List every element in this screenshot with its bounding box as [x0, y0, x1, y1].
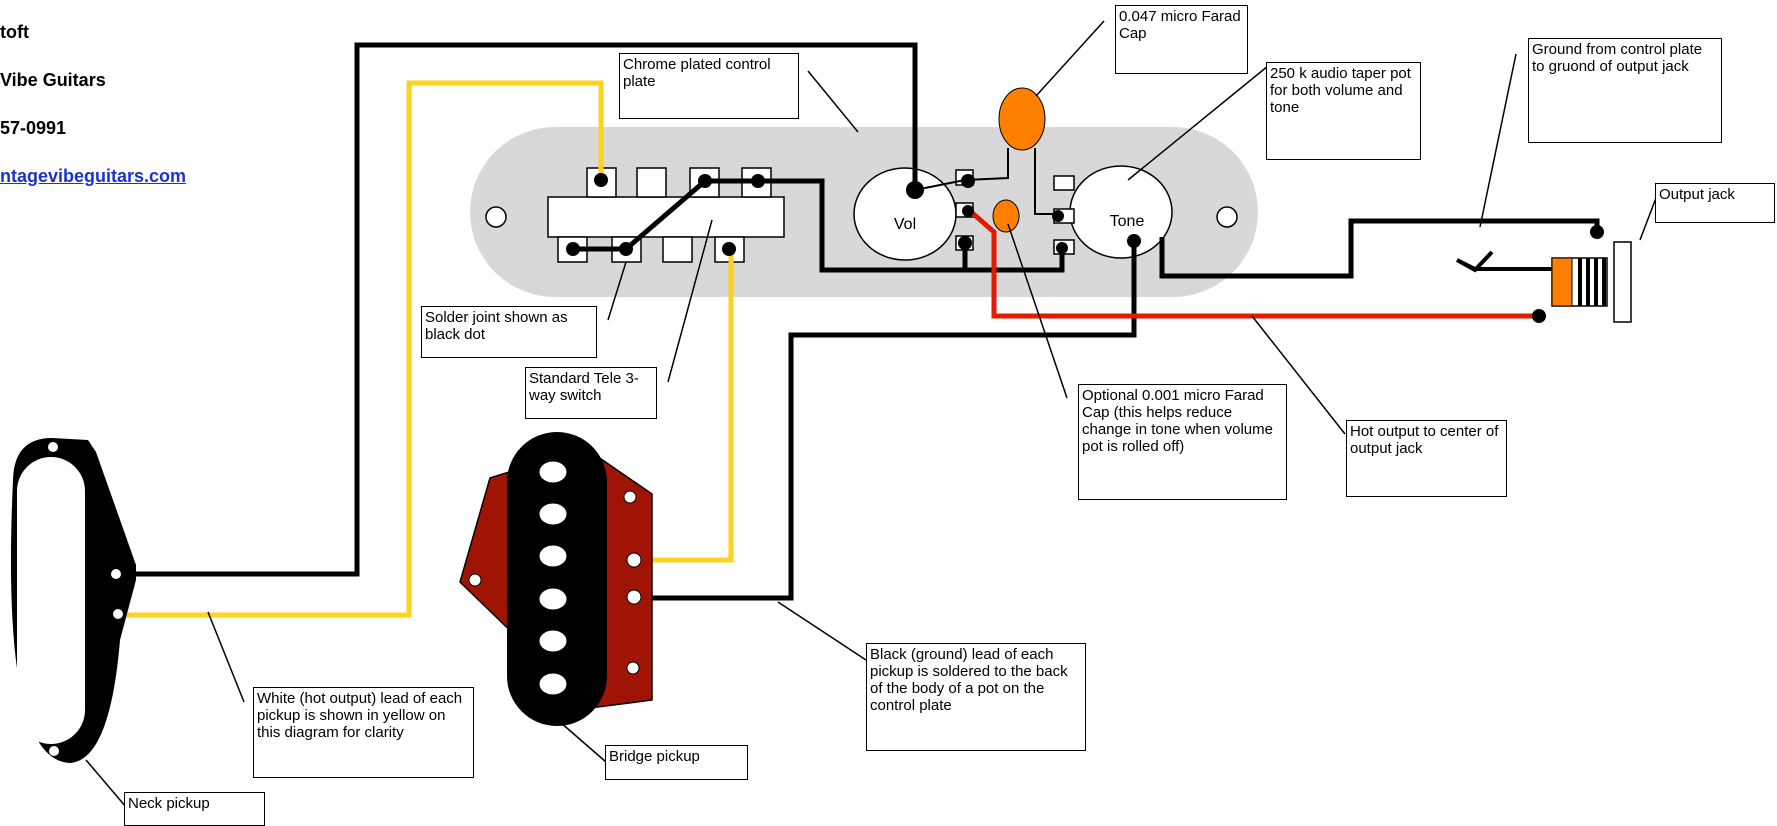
- neck-pickup: [10, 438, 137, 763]
- neck-hot-wire: [120, 80, 604, 618]
- label-cap-001: Optional 0.001 micro Farad Cap (this hel…: [1078, 384, 1287, 500]
- label-white-lead: White (hot output) lead of each pickup i…: [253, 687, 474, 778]
- hot-output-wire: [968, 209, 1539, 319]
- vol-knob-label: Vol: [894, 216, 916, 233]
- label-tele-switch: Standard Tele 3-way switch: [525, 367, 657, 419]
- bridge-hot-wire: [635, 248, 734, 563]
- tone-knob-label: Tone: [1110, 213, 1145, 230]
- label-cap-047: 0.047 micro Farad Cap: [1115, 5, 1248, 74]
- volume-pot: [853, 167, 957, 261]
- switch-jumper-wire: [573, 178, 1065, 273]
- label-ground-plate: Ground from control plate to gruond of o…: [1528, 38, 1722, 143]
- neck-ground-wire: [133, 42, 918, 577]
- plate-ground-wire: [1159, 218, 1600, 279]
- leader-lines: [85, 20, 1657, 808]
- label-output-jack: Output jack: [1655, 183, 1775, 223]
- output-jack: [1456, 241, 1632, 323]
- plate-screw-hole-right: [1216, 206, 1238, 228]
- label-control-plate: Chrome plated control plate: [619, 53, 799, 119]
- label-hot-output: Hot output to center of output jack: [1346, 420, 1507, 497]
- solder-joints: [566, 173, 1604, 323]
- company-name: Vibe Guitars: [0, 70, 106, 90]
- tele-3-way-switch: [547, 167, 785, 263]
- tone-pot: [1069, 165, 1173, 259]
- phone-number: 57-0991: [0, 118, 67, 138]
- vol-wiper-wire: [914, 148, 1009, 191]
- cap-to-tone-wire: [1034, 148, 1058, 215]
- label-bridge-pickup: Bridge pickup: [605, 745, 748, 780]
- bridge-ground-wire: [635, 241, 1137, 601]
- label-pot-250k: 250 k audio taper pot for both volume an…: [1266, 62, 1421, 160]
- plate-screw-hole-left: [485, 206, 507, 228]
- cap-047-capacitor: [998, 87, 1046, 151]
- website-link[interactable]: ntagevibeguitars.com: [0, 166, 187, 186]
- cap-001-capacitor: [992, 199, 1020, 233]
- builder-name: toft: [0, 22, 29, 42]
- label-neck-pickup: Neck pickup: [124, 792, 265, 826]
- label-black-lead: Black (ground) lead of each pickup is so…: [866, 643, 1086, 751]
- bridge-pickup: [459, 432, 653, 726]
- label-solder-joint: Solder joint shown as black dot: [421, 306, 597, 358]
